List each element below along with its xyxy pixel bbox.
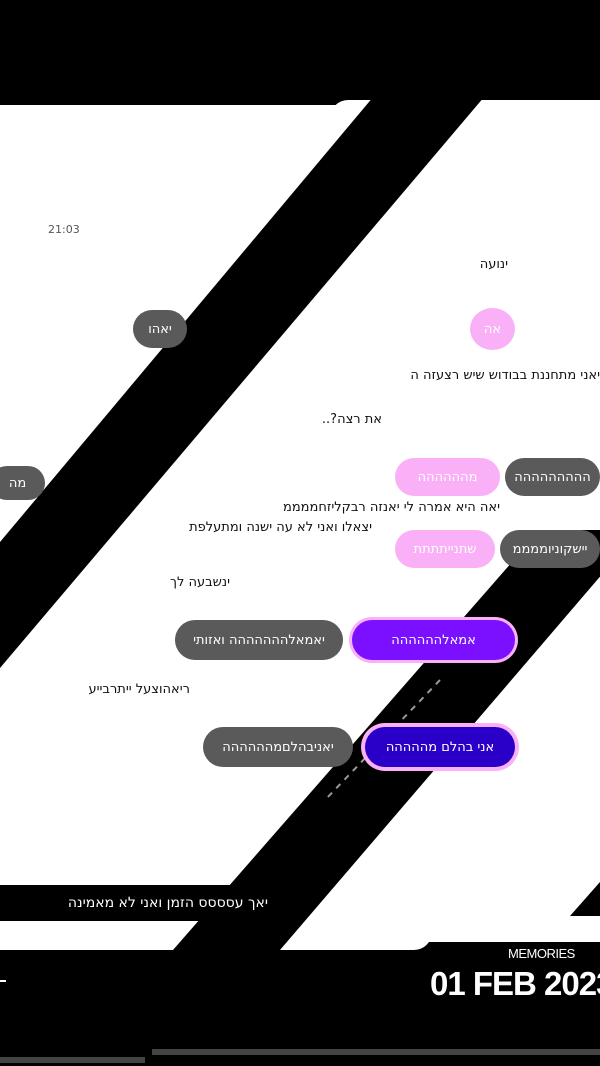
message-bubble: מה [0,466,45,500]
message-bubble: אני בהלם מההההה [365,727,515,767]
message-bubble: יאהו [133,310,187,348]
message-text: את רצה?.. [321,412,382,427]
timestamp: 21:03 [48,223,80,236]
memories-label: MEMORIES [508,946,575,961]
message-bubble: יאמאלההההההה ואזותי [175,620,343,660]
message-text: יצאלו ואני לא עה ישנה ומתעלפת [189,520,372,535]
dashed-line [324,679,441,801]
message-bubble: אמאלהההההה [352,620,515,660]
message-bubble: מהההההה [395,458,500,496]
message-bubble: אה [470,308,515,350]
triangle-icon [570,882,600,916]
memories-date: 01 FEB 2023 [430,965,600,1002]
message-bubble: ההההההההה [505,458,600,496]
close-dash[interactable] [0,980,6,982]
message-text: יאני מתחננת בבודוש שיש רצעזה ה [410,368,600,383]
message-text: ינועה [479,257,508,272]
story-progress-segment [152,1049,600,1055]
message-text: יאה היא אמרה לי יאנזה רבקליזחממממ [283,500,500,515]
story-progress-segment [0,1057,145,1063]
message-text: ינשבעה לך [170,575,230,590]
message-bubble: יאניבהלםמהההההה [203,727,353,767]
message-text: ריאהוצעל ייתרבייע [88,682,190,697]
glitch-stripe-upper [0,90,490,668]
message-bubble: שתנייתתתת [395,530,495,568]
caption-bar: יאך עסססס הזמן ואני לא מאמינה [0,885,272,921]
message-bubble: יישקוניוממממ [500,530,600,568]
